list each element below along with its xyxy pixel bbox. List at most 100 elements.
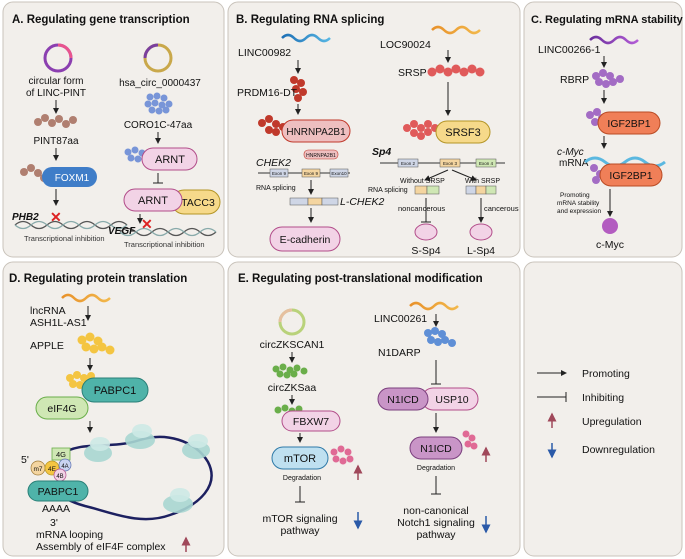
rbrp-label: RBRP (560, 74, 589, 86)
promoting-label-1: Promoting (560, 192, 590, 199)
hsa-label: hsa_circ_0000437 (119, 78, 201, 89)
mtor-path-label-1: mTOR signaling (262, 513, 337, 525)
loc90024-label: LOC90024 (380, 39, 431, 51)
exon4-box (475, 158, 497, 168)
ribosome-icon-3 (182, 434, 210, 459)
srsf3-peptide-icon (403, 120, 439, 140)
vegf-label: VEGF (108, 226, 136, 237)
a4-label: 4A (61, 464, 68, 470)
circ-label-1: circular form (28, 76, 83, 87)
pabpc1-box-a (81, 377, 149, 403)
rna-splicing-label-2: RNA splicing (368, 187, 408, 194)
promoting-label-3: and expression (557, 208, 601, 215)
arnt-label-1: ARNT (155, 154, 185, 166)
notch-label-3: pathway (416, 529, 456, 541)
cmyc-mrna-label-1: c-Myc (557, 147, 584, 158)
n1icd-ubiquitin-icon (462, 430, 478, 450)
fbxw7-box (281, 410, 341, 432)
panel-a-title: A. Regulating gene transcription (12, 14, 190, 26)
coro-label: CORO1C-47aa (124, 120, 193, 131)
exon3-box (439, 158, 461, 168)
m7-label: m7 (33, 466, 42, 473)
legend-inhibiting-label: Inhibiting (582, 392, 624, 404)
prdm16-peptide-icon (290, 76, 307, 102)
eif4g-box (35, 396, 89, 420)
degradation-label-1: Degradation (283, 475, 321, 482)
igf2bp1-label-a: IGF2BP1 (607, 118, 650, 130)
arnt-label-2: ARNT (138, 195, 168, 207)
ecadherin-box (269, 226, 341, 252)
n1icd-box-b (409, 436, 463, 460)
dna-helix-a1 (14, 220, 128, 230)
small-hnrnp-label: HNRNPA2B1 (306, 153, 336, 159)
small-hnrnp-box (303, 149, 339, 160)
exon4-label: Exon 4 (479, 161, 494, 166)
aaaa-label: AAAA (42, 503, 70, 515)
srsf3-label: SRSF3 (445, 127, 480, 139)
five-prime-label: 5' (21, 454, 29, 466)
linc00266-rna-icon (589, 35, 639, 45)
exon10-box (329, 168, 349, 178)
lchek2-label: L-CHEK2 (340, 196, 385, 208)
exon-mid-box (301, 168, 321, 178)
exon10-label: Exon10 (331, 171, 347, 176)
n1darp-label: N1DARP (378, 347, 421, 359)
ssp4-shape (414, 223, 438, 241)
x-mark-a1: ✕ (50, 209, 62, 225)
arnt-box-1 (141, 147, 198, 171)
srsp-peptide-icon (427, 64, 485, 77)
lsp4-label: L-Sp4 (467, 245, 495, 257)
trans-inhib-a2: Transcriptional inhibition (124, 240, 205, 249)
panel-b-title: B. Regulating RNA splicing (236, 14, 384, 26)
apple-peptide-icon (77, 332, 115, 355)
foxm1-label: FOXM1 (55, 173, 90, 184)
igf2bp1-box-a (597, 111, 661, 135)
circ-label-2: of LINC-PINT (26, 88, 86, 99)
foxm1-box (42, 167, 97, 187)
lncrna-label-2: ASH1L-AS1 (30, 317, 87, 329)
mtor-box (271, 446, 329, 470)
eif4g-label: eIF4G (47, 403, 76, 415)
legend-promoting-label: Promoting (582, 368, 630, 380)
n1icd-label-a: N1ICD (387, 394, 419, 406)
n1icd-label-b: N1ICD (420, 443, 452, 455)
linc00261-label: LINC00261 (374, 313, 427, 325)
n1icd-box-a (377, 387, 429, 411)
ribosome-icon-4 (163, 488, 193, 513)
assembly-label: Assembly of eIF4F complex (36, 541, 166, 553)
ecadherin-label: E-cadherin (280, 234, 331, 246)
igf2bp1-label-b: IGF2BP1 (609, 170, 652, 182)
apple-label: APPLE (30, 340, 64, 352)
ssp4-label: S-Sp4 (411, 245, 440, 257)
exon-mid-label: Exon 9 (304, 171, 319, 176)
mtor-label: mTOR (284, 453, 316, 465)
sp4-label: Sp4 (372, 146, 391, 158)
exon9-label: Exon 9 (272, 171, 287, 176)
hnrnpa2b1-box (281, 119, 351, 143)
linc00266-label: LINC00266-1 (538, 44, 601, 56)
notch-label-1: non-canonical (403, 505, 468, 517)
linc00261-rna-icon (409, 301, 459, 311)
eif4g-cap-box (51, 447, 71, 461)
panel-legend (523, 261, 683, 557)
circzkscan1-label: circZKSCAN1 (260, 339, 325, 351)
pabpc1-label-b: PABPC1 (38, 486, 79, 498)
g4-label: 4G (56, 450, 66, 459)
phb2-label: PHB2 (12, 212, 39, 223)
cancerous-label: cancerous (484, 204, 519, 213)
hnrnpa2b1-label: HNRNPA2B1 (286, 127, 346, 138)
e4-label: 4E (48, 466, 57, 473)
n1darp-peptide-icon (424, 327, 456, 347)
exon9-box (269, 168, 289, 178)
promoting-label-2: mRNA stability (557, 200, 600, 207)
igf2bp1-box-b (599, 163, 663, 187)
with-srsp-label: With SRSP (465, 178, 500, 185)
coro-peptide-icon (144, 92, 173, 115)
srsf3-box (435, 120, 491, 144)
pabpc1-label-a: PABPC1 (94, 385, 137, 397)
lncrna-label-1: lncRNA (30, 305, 66, 317)
pint87aa-peptide-icon (34, 114, 77, 128)
panel-c-title: C. Regulating mRNA stability (531, 14, 684, 26)
legend-down-label: Downregulation (582, 444, 655, 456)
